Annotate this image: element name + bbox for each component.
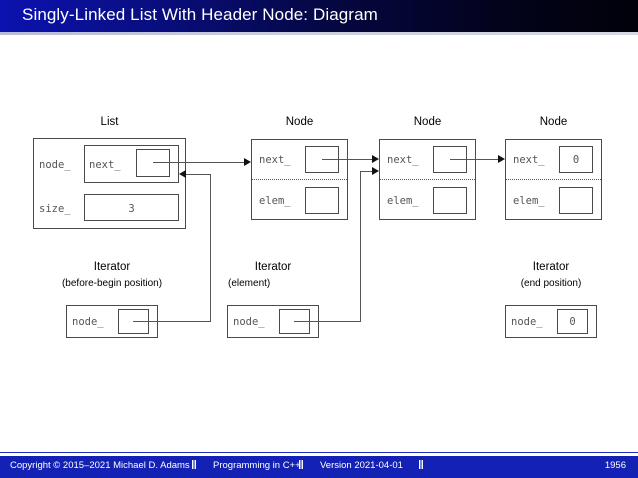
iterator-3-caption: Iterator bbox=[532, 261, 570, 273]
list-caption: List bbox=[100, 116, 119, 128]
page-title: Singly-Linked List With Header Node: Dia… bbox=[22, 5, 378, 24]
node-1-next-label: next_ bbox=[259, 154, 291, 166]
node-3-next-label: next_ bbox=[513, 154, 545, 166]
node-2-elem-label: elem_ bbox=[387, 195, 419, 207]
pointer-list-to-node1-arrowhead bbox=[244, 158, 251, 166]
footer-separator-3: ‖ bbox=[418, 458, 424, 472]
header-underline bbox=[0, 32, 638, 35]
footer-page-number: 1956 bbox=[604, 460, 626, 471]
pointer-node2-to-node3-arrowhead bbox=[498, 155, 505, 163]
pointer-iter2-segment-up bbox=[360, 171, 361, 322]
footer-copyright: Copyright © 2015–2021 Michael D. Adams bbox=[10, 460, 190, 471]
list-next-value-box bbox=[136, 149, 170, 177]
slide-footer: Copyright © 2015–2021 Michael D. Adams ‖… bbox=[0, 456, 638, 478]
iterator-3-node-label: node_ bbox=[511, 316, 543, 328]
node-2-next-label: next_ bbox=[387, 154, 419, 166]
pointer-node1-to-node2-arrowhead bbox=[372, 155, 379, 163]
pointer-iter1-segment-right bbox=[133, 321, 210, 322]
node-3-elem-value-box bbox=[559, 187, 593, 214]
node-3-next-value-box bbox=[559, 146, 593, 173]
iterator-3-node-value-box bbox=[557, 309, 588, 334]
footer-separator-1: ‖ bbox=[191, 458, 197, 472]
pointer-iter2-arrowhead bbox=[372, 167, 379, 175]
list-node-label: node_ bbox=[39, 159, 71, 171]
pointer-node1-to-node2 bbox=[322, 159, 373, 160]
iterator-1-node-label: node_ bbox=[72, 316, 104, 328]
pointer-node2-to-node3 bbox=[450, 159, 499, 160]
node-1-elem-value-box bbox=[305, 187, 339, 214]
list-next-label: next_ bbox=[89, 159, 121, 171]
pointer-iter2-segment-right bbox=[294, 321, 360, 322]
iterator-2-node-label: node_ bbox=[233, 316, 265, 328]
footer-version: Version 2021-04-01 bbox=[320, 460, 403, 471]
node-1-separator bbox=[252, 179, 347, 180]
footer-separator-2: ‖ bbox=[298, 458, 304, 472]
node-2-elem-value-box bbox=[433, 187, 467, 214]
iterator-1-subcaption: (before-begin position) bbox=[61, 278, 163, 289]
list-size-value: 3 bbox=[128, 203, 135, 215]
pointer-iter1-segment-left bbox=[186, 174, 211, 175]
iterator-3-subcaption: (end position) bbox=[520, 278, 582, 289]
iterator-3-node-value: 0 bbox=[569, 316, 576, 328]
list-size-label: size_ bbox=[39, 203, 71, 215]
pointer-list-to-node1 bbox=[153, 162, 245, 163]
iterator-2-caption: Iterator bbox=[254, 261, 292, 273]
node-3-elem-label: elem_ bbox=[513, 195, 545, 207]
node-3-separator bbox=[506, 179, 601, 180]
node-1-elem-label: elem_ bbox=[259, 195, 291, 207]
pointer-iter1-segment-up bbox=[210, 174, 211, 322]
node-1-caption: Node bbox=[285, 116, 314, 128]
footer-course: Programming in C++ bbox=[213, 460, 301, 471]
footer-rule bbox=[0, 452, 638, 453]
iterator-2-subcaption: (element) bbox=[228, 278, 271, 289]
node-2-caption: Node bbox=[413, 116, 442, 128]
pointer-iter2-segment-right2 bbox=[360, 171, 373, 172]
list-size-value-box bbox=[84, 194, 179, 221]
node-3-next-value: 0 bbox=[572, 154, 580, 166]
node-2-separator bbox=[380, 179, 475, 180]
iterator-1-caption: Iterator bbox=[93, 261, 131, 273]
pointer-iter1-arrowhead bbox=[179, 170, 186, 178]
node-3-caption: Node bbox=[539, 116, 568, 128]
slide-header: Singly-Linked List With Header Node: Dia… bbox=[0, 0, 638, 32]
